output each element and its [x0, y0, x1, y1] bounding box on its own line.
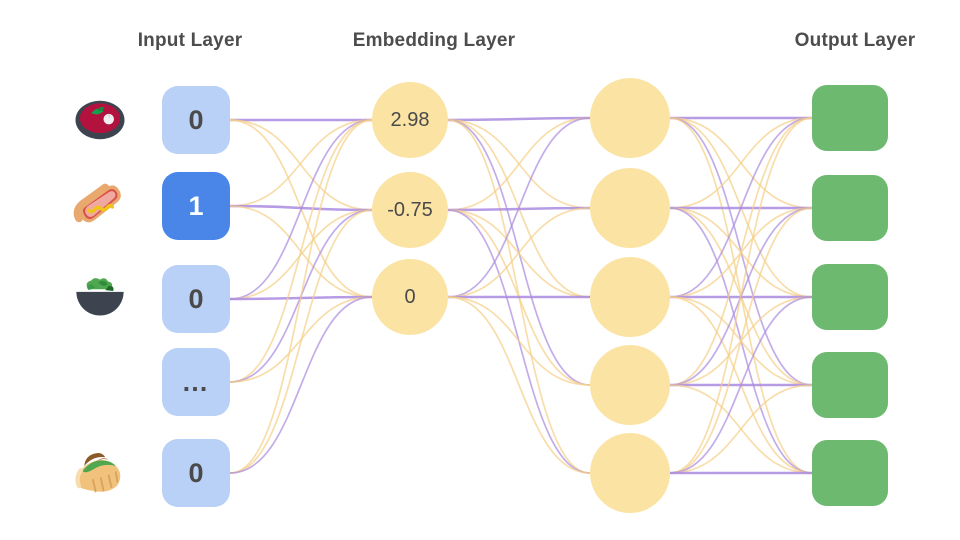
heading-input-layer: Input Layer	[137, 30, 243, 51]
taco-icon	[72, 445, 128, 501]
connection-edge	[447, 296, 591, 386]
embedding-node-0[interactable]: 2.98	[372, 82, 448, 158]
heading-output-layer: Output Layer	[794, 30, 916, 51]
connection-edge	[229, 296, 373, 474]
input-node-3[interactable]: …	[162, 348, 230, 416]
connection-edge	[229, 119, 373, 474]
hidden-node-0[interactable]	[590, 78, 670, 158]
input-node-value: …	[181, 366, 211, 397]
input-node-4[interactable]: 0	[162, 439, 230, 507]
connection-edge	[447, 117, 591, 298]
hot-dog-icon	[72, 178, 128, 234]
embedding-node-value: -0.75	[387, 198, 433, 221]
connection-edge	[669, 296, 813, 474]
output-node-3[interactable]	[812, 352, 888, 418]
connection-edge	[669, 117, 813, 209]
embedding-node-value: 0	[404, 285, 416, 308]
input-node-value: 0	[188, 104, 204, 135]
connection-edge	[669, 117, 813, 474]
salad-bowl-icon	[72, 270, 128, 326]
output-node-1[interactable]	[812, 175, 888, 241]
connection-edge	[669, 117, 813, 298]
connection-edge	[229, 119, 373, 211]
output-node-2[interactable]	[812, 264, 888, 330]
input-node-value: 0	[188, 283, 204, 314]
connection-edge	[229, 119, 373, 300]
connection-edge	[229, 209, 373, 300]
connection-edge	[447, 296, 591, 474]
heading-embedding-layer: Embedding Layer	[352, 30, 516, 51]
input-node-0[interactable]: 0	[162, 86, 230, 154]
input-node-2[interactable]: 0	[162, 265, 230, 333]
output-node-4[interactable]	[812, 440, 888, 506]
embedding-node-2[interactable]: 0	[372, 259, 448, 335]
connection-edge	[669, 117, 813, 386]
hidden-node-4[interactable]	[590, 433, 670, 513]
embedding-node-1[interactable]: -0.75	[372, 172, 448, 248]
connection-edge	[447, 116, 591, 122]
connection-edge	[229, 119, 373, 383]
connection-edge	[669, 384, 813, 474]
hidden-node-3[interactable]	[590, 345, 670, 425]
input-node-value: 1	[188, 190, 204, 221]
connection-edge	[229, 119, 373, 207]
connection-edge	[447, 117, 591, 211]
hidden-node-1[interactable]	[590, 168, 670, 248]
connection-edge	[447, 207, 591, 298]
connection-edge	[229, 209, 373, 474]
input-node-1[interactable]: 1	[162, 172, 230, 240]
output-node-0[interactable]	[812, 85, 888, 151]
hidden-node-2[interactable]	[590, 257, 670, 337]
connection-edge	[669, 207, 813, 474]
soup-bowl-icon	[72, 92, 128, 148]
input-node-value: 0	[188, 457, 204, 488]
embedding-node-value: 2.98	[390, 108, 430, 131]
